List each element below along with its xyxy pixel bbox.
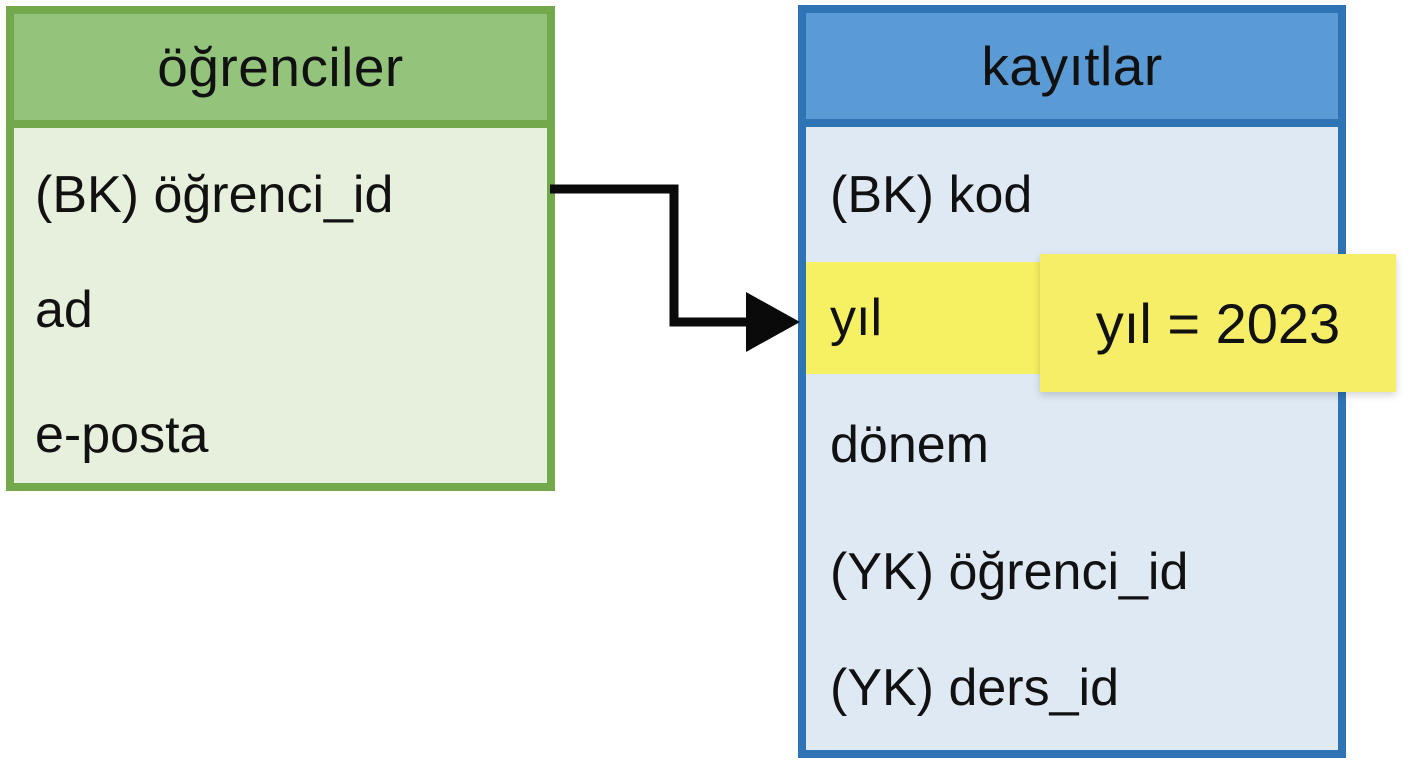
field-yk-ogrenci-id: (YK) öğrenci_id (830, 543, 1189, 601)
table-title: kayıtlar (981, 35, 1163, 97)
table-kayitlar-header: kayıtlar (806, 13, 1338, 127)
field-kod: (BK) kod (830, 166, 1033, 224)
table-title: öğrenciler (157, 36, 404, 98)
field-e-posta: e-posta (35, 406, 209, 464)
table-ogrenciler-header: öğrenciler (14, 14, 547, 128)
annotation-text: yıl = 2023 (1095, 291, 1341, 355)
field-yil: yıl (830, 289, 882, 347)
field-ad: ad (35, 281, 93, 339)
field-donem: dönem (830, 416, 989, 474)
field-yk-ders-id: (YK) ders_id (830, 659, 1119, 717)
annotation-callout: yıl = 2023 (1040, 254, 1396, 392)
field-ogrenci-id: (BK) öğrenci_id (35, 166, 394, 224)
table-ogrenciler: öğrenciler (BK) öğrenci_id ad e-posta (6, 6, 555, 491)
